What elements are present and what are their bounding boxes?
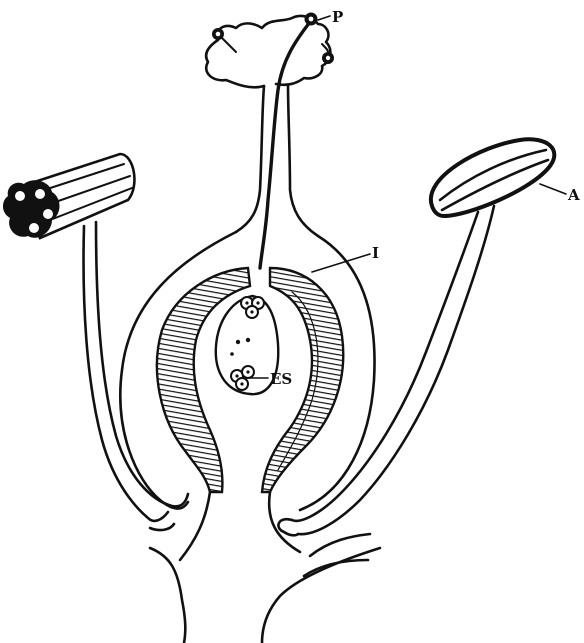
label-anther: A (567, 186, 580, 204)
anther-left (3, 154, 134, 238)
pollen-grain-top (305, 13, 318, 26)
stigma (206, 16, 330, 87)
anther-right (431, 139, 554, 216)
leader-pollen (318, 16, 330, 20)
label-pollen: P (332, 8, 343, 26)
leader-lines (250, 16, 566, 378)
pollen-grain-left (212, 28, 236, 52)
leader-anther (540, 184, 566, 194)
label-embryo-sac: ES (270, 370, 292, 388)
label-integument: I (372, 244, 379, 262)
pollen-tube (260, 22, 310, 268)
